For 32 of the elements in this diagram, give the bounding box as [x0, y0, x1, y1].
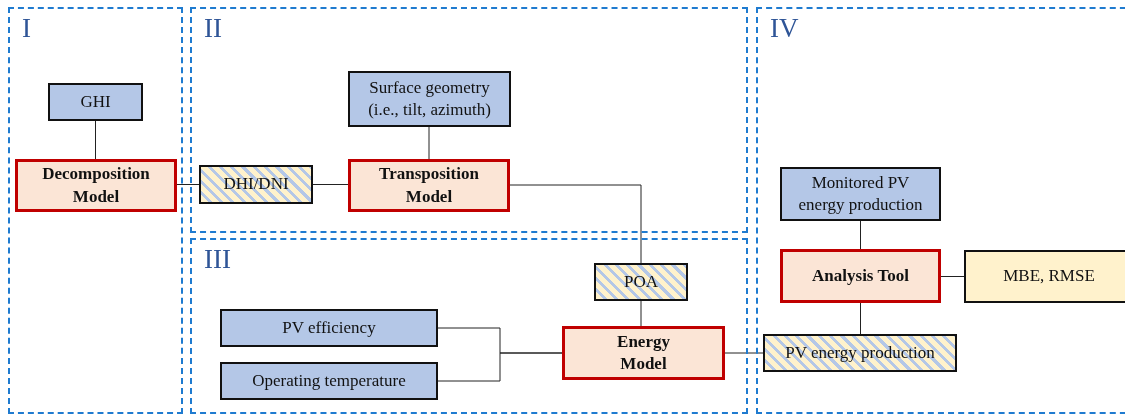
connector-line [428, 126, 430, 160]
panel-number: I [22, 12, 31, 45]
intermediate-box: DHI/DNI [199, 165, 313, 204]
panel-number: III [204, 243, 231, 276]
connector-line [640, 300, 642, 327]
connector-line [724, 352, 764, 354]
input-box: Operating temperature [220, 362, 438, 400]
model-box: Decomposition Model [15, 159, 177, 212]
panel-number: IV [770, 12, 799, 45]
intermediate-box: POA [594, 263, 688, 301]
model-box: Transposition Model [348, 159, 510, 212]
input-box: PV efficiency [220, 309, 438, 347]
connector-line [509, 184, 642, 264]
connector-line [860, 302, 861, 335]
input-box: GHI [48, 83, 143, 121]
panel-frame [190, 7, 748, 233]
connector-line [940, 276, 965, 277]
connector-line [860, 220, 861, 250]
input-box: Monitored PV energy production [780, 167, 941, 221]
panel-frame [190, 238, 748, 414]
output-box: MBE, RMSE [964, 250, 1125, 303]
input-box: Surface geometry (i.e., tilt, azimuth) [348, 71, 511, 127]
connector-line [437, 352, 563, 382]
connector-line [312, 184, 349, 185]
panel-frame [8, 7, 183, 414]
panel-frame [756, 7, 1125, 414]
model-box: Energy Model [562, 326, 725, 380]
intermediate-box: PV energy production [763, 334, 957, 372]
connector-line [95, 120, 96, 160]
panel-number: II [204, 12, 222, 45]
connector-line [176, 184, 200, 185]
model-box: Analysis Tool [780, 249, 941, 303]
